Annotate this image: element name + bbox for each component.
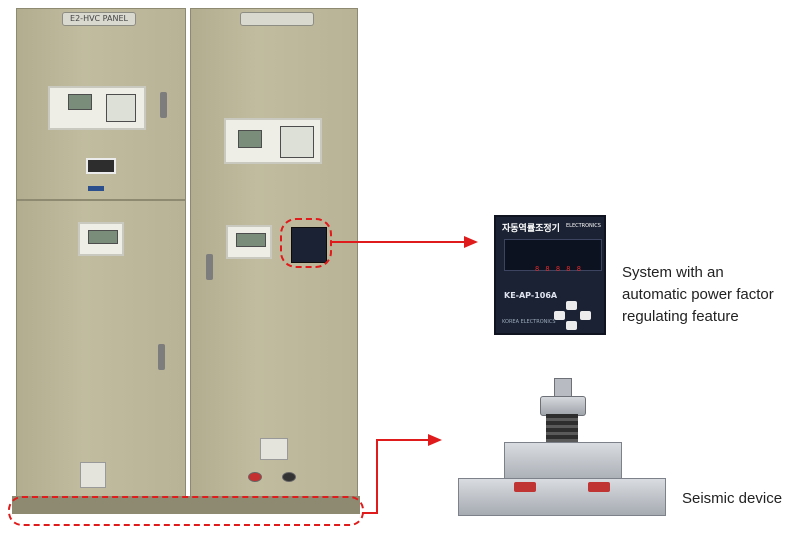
base-highlight-oval [8,496,364,526]
right-protection-relay-panel [224,118,322,164]
controller-title: 자동역률조정기 [502,224,560,234]
left-digital-meter [78,222,124,256]
controller-footer: KOREA ELECTRONICS [502,319,556,325]
seismic-device [456,378,668,518]
right-digital-meter [226,225,272,259]
seismic-damper-left [514,482,536,492]
seismic-top-cap [540,396,586,416]
apfc-caption: System with an automatic power factor re… [622,262,774,328]
dark-indicator-lamp [282,472,296,482]
controller-model: KE-AP-106A [504,291,558,300]
controller-display: 8 8 8 8 8 [504,239,602,273]
left-indicator-label [86,158,116,174]
seismic-caption: Seismic device [682,490,783,507]
controller-highlight-oval [280,218,332,268]
apfc-caption-line2: automatic power factor [622,286,774,303]
left-caution-label [80,462,106,488]
left-panel-nameplate: E2-HVC PANEL [62,12,136,26]
seismic-mount-block [504,442,622,484]
arrow-right-icon [428,434,442,446]
left-upper-door-handle[interactable] [160,92,167,118]
seismic-connector-vertical [376,440,378,514]
seismic-damper-right [588,482,610,492]
left-protection-relay-panel [48,86,146,130]
arrow-right-icon [332,241,468,243]
seismic-top-bolt [554,378,572,398]
right-info-label [260,438,288,460]
seismic-connector-horizontal [376,439,432,441]
apfc-controller-closeup: 자동역률조정기 ELECTRONICS 8 8 8 8 8 KE-AP-106A… [494,215,606,335]
arrow-right-icon [464,236,478,248]
right-cabinet-door [190,8,358,498]
controller-left-button[interactable] [554,311,565,320]
controller-brand: ELECTRONICS [566,223,601,229]
cabinet-base-plinth [12,496,360,514]
controller-display-digits: 8 8 8 8 8 [535,265,582,273]
left-blue-tag [88,186,104,191]
controller-down-button[interactable] [566,321,577,330]
controller-up-button[interactable] [566,301,577,310]
apfc-caption-line3: regulating feature [622,308,739,325]
right-door-handle[interactable] [206,254,213,280]
seismic-spring [546,414,578,444]
apfc-caption-line1: System with an [622,264,724,281]
seismic-connector-bottom [362,512,378,514]
red-indicator-lamp [248,472,262,482]
controller-right-button[interactable] [580,311,591,320]
left-lower-door-handle[interactable] [158,344,165,370]
right-panel-nameplate [240,12,314,26]
seismic-base-plate [458,478,666,516]
